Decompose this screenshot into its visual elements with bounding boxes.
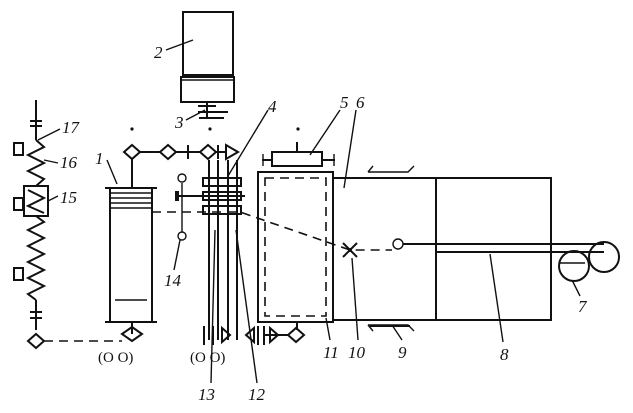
callout-12: 12 (248, 385, 266, 404)
spring-assembly (13, 100, 122, 350)
callout-16: 16 (60, 153, 78, 172)
press-drum (257, 171, 334, 330)
callout-7: 7 (578, 297, 588, 316)
callout-4: 4 (268, 97, 277, 116)
callout-labels: 1 2 3 4 5 6 7 8 9 10 11 12 13 14 15 16 1… (60, 43, 588, 404)
belt-drive (392, 238, 620, 282)
bearing-symbol-center: (O O) (190, 350, 225, 366)
callout-10: 10 (348, 343, 366, 362)
callout-14: 14 (164, 271, 182, 290)
callout-leaders (37, 39, 581, 384)
callout-6: 6 (356, 93, 365, 112)
coupling-3 (198, 102, 228, 119)
callout-13: 13 (198, 385, 215, 404)
callout-5: 5 (340, 93, 349, 112)
dashed-linkage (152, 211, 392, 258)
svg-text:(O O): (O O) (98, 350, 133, 366)
motor-block (180, 11, 235, 103)
callout-2: 2 (154, 43, 163, 62)
gearbox (175, 160, 245, 340)
callout-17: 17 (62, 118, 81, 137)
svg-text:(O O): (O O) (190, 350, 225, 366)
callout-9: 9 (398, 343, 407, 362)
callout-15: 15 (60, 188, 77, 207)
top-shaft-couplings (122, 127, 300, 161)
roller-5 (262, 142, 335, 167)
callout-11: 11 (323, 343, 339, 362)
callout-8: 8 (500, 345, 509, 364)
drum-cylinder (105, 158, 157, 343)
callout-3: 3 (174, 113, 184, 132)
callout-1: 1 (95, 149, 104, 168)
bearing-symbol-left: (O O) (98, 350, 133, 366)
main-body (332, 165, 552, 332)
